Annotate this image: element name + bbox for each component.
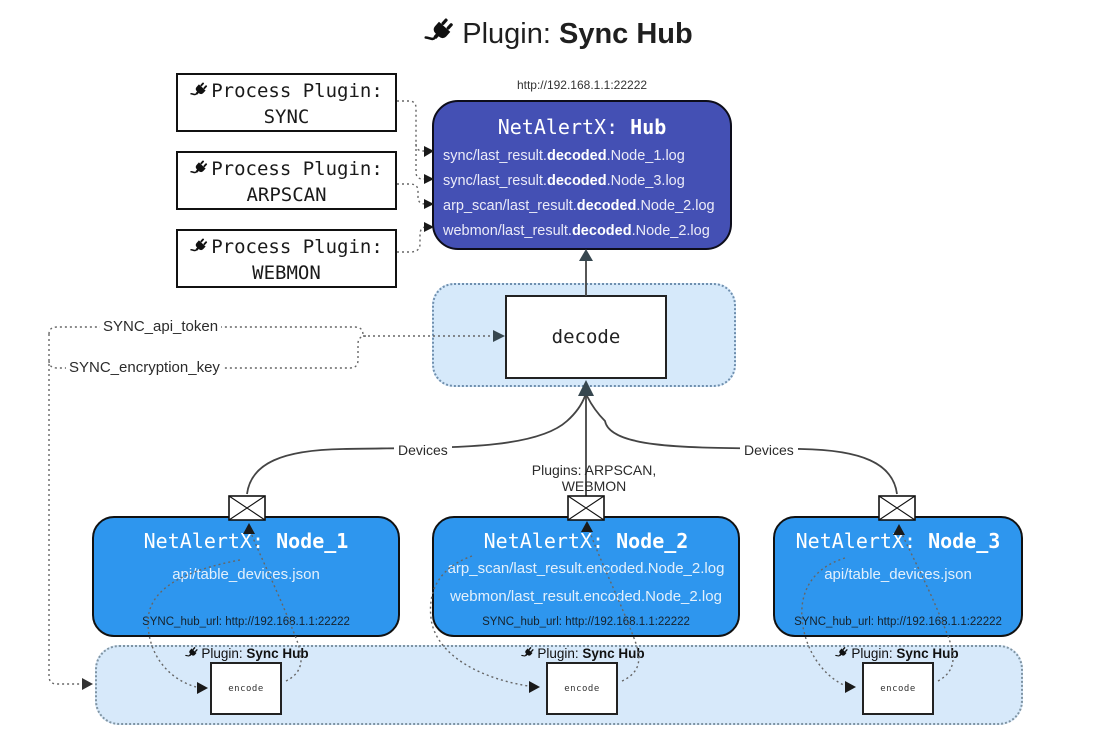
encode-box: encode (862, 662, 934, 715)
hub-title-prefix: NetAlertX: (497, 115, 631, 139)
encoder-plugin-label: Plugin: Sync Hub (817, 645, 977, 661)
page-title-prefix: Plugin: (462, 18, 559, 50)
hub-title-name: Hub (630, 115, 667, 139)
plug-icon (190, 80, 210, 101)
plug-icon (185, 645, 200, 661)
hub-url-label: http://192.168.1.1:22222 (516, 78, 648, 92)
process-plugin-label: Process Plugin: (211, 158, 383, 180)
process-plugin-label: Process Plugin: (211, 236, 383, 258)
hub-log-line: sync/last_result.decoded.Node_3.log (443, 173, 685, 189)
encode-box: encode (546, 662, 618, 715)
hub-log-line: arp_scan/last_result.decoded.Node_2.log (443, 198, 715, 214)
hub-log-line: webmon/last_result.decoded.Node_2.log (443, 223, 710, 239)
process-plugin-box-webmon: Process Plugin: WEBMON (176, 229, 397, 288)
devices-right-label: Devices (740, 442, 798, 458)
hub-box: NetAlertX: Hub sync/last_result.decoded.… (432, 100, 732, 250)
process-plugin-box-arpscan: Process Plugin: ARPSCAN (176, 151, 397, 210)
plug-icon (424, 14, 457, 49)
node-file: webmon/last_result.encoded.Node_2.log (450, 588, 722, 605)
process-plugin-name: SYNC (263, 106, 310, 128)
node-hub-url: SYNC_hub_url: http://192.168.1.1:22222 (482, 616, 690, 628)
page-title: Plugin: Sync Hub (0, 14, 1117, 51)
envelope-icon (878, 495, 916, 521)
encoder-plugin-label: Plugin: Sync Hub (167, 645, 327, 661)
node-3-box: NetAlertX: Node_3 api/table_devices.json… (773, 516, 1023, 637)
sync-api-token-label: SYNC_api_token (100, 318, 222, 335)
decode-box: decode (505, 295, 667, 379)
encode-box: encode (210, 662, 282, 715)
plugins-middle-label: Plugins: ARPSCAN, WEBMON (531, 462, 657, 494)
node-hub-url: SYNC_hub_url: http://192.168.1.1:22222 (794, 616, 1002, 628)
node-file: arp_scan/last_result.encoded.Node_2.log (447, 560, 725, 577)
node-1-box: NetAlertX: Node_1 api/table_devices.json… (92, 516, 400, 637)
envelope-icon (228, 495, 266, 521)
process-plugin-name: ARPSCAN (246, 184, 327, 206)
page-title-name: Sync Hub (558, 18, 693, 50)
plug-icon (190, 236, 210, 257)
node-file: api/table_devices.json (172, 566, 320, 583)
plug-icon (835, 645, 850, 661)
node-file: api/table_devices.json (824, 566, 972, 583)
encoder-plugin-label: Plugin: Sync Hub (503, 645, 663, 661)
process-plugin-name: WEBMON (252, 262, 321, 284)
devices-left-label: Devices (394, 442, 452, 458)
envelope-icon (567, 495, 605, 521)
sync-encryption-key-label: SYNC_encryption_key (66, 359, 223, 376)
process-plugin-label: Process Plugin: (211, 80, 383, 102)
process-plugin-box-sync: Process Plugin: SYNC (176, 73, 397, 132)
node-hub-url: SYNC_hub_url: http://192.168.1.1:22222 (142, 616, 350, 628)
plug-icon (521, 645, 536, 661)
hub-log-line: sync/last_result.decoded.Node_1.log (443, 148, 685, 164)
node-2-box: NetAlertX: Node_2 arp_scan/last_result.e… (432, 516, 740, 637)
plug-icon (190, 158, 210, 179)
